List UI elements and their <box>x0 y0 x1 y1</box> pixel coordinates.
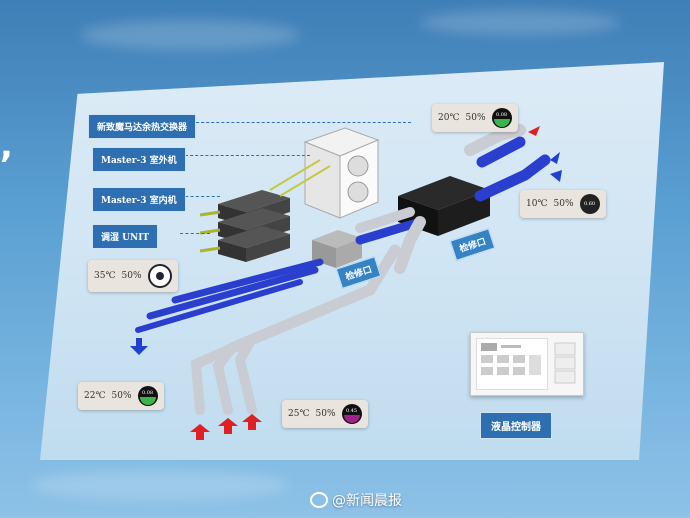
heat-exchanger-label: 新致魔马达余热交换器 <box>88 114 197 139</box>
weibo-logo-icon <box>310 492 328 508</box>
gauge-icon: 0.08 <box>491 108 512 128</box>
reading-left-mid: 35℃ 50% <box>88 260 178 292</box>
lcd-controller <box>470 332 584 396</box>
indoor-units-graphic <box>218 190 290 262</box>
humidity-value: 50% <box>121 271 142 281</box>
leader-line <box>180 233 210 234</box>
humidity-value: 50% <box>465 113 486 123</box>
sensor-icon <box>147 264 172 288</box>
gauge-icon: 0.08 <box>137 386 158 406</box>
humidifier-label: 调湿 UNIT <box>92 224 159 249</box>
decorative-comma: , <box>0 126 13 166</box>
gauge-icon: 0.60 <box>579 194 600 214</box>
blue-arrows <box>130 152 562 355</box>
reading-bottom-left: 22℃ 50% 0.08 <box>78 382 164 410</box>
humidity-value: 50% <box>111 391 132 401</box>
leader-line <box>180 155 310 156</box>
sky-streak <box>30 470 290 500</box>
controller-ui-icon <box>481 343 541 375</box>
sky-streak <box>420 10 620 35</box>
temperature-value: 35℃ <box>94 271 116 281</box>
reading-bottom-center: 25℃ 50% 0.45 <box>282 400 368 428</box>
leader-line <box>180 196 220 197</box>
outdoor-unit-graphic <box>303 127 380 219</box>
humidity-value: 50% <box>315 409 336 419</box>
temperature-value: 25℃ <box>288 409 310 419</box>
outdoor-unit-label: Master-3 室外机 <box>92 147 186 172</box>
humidity-value: 50% <box>553 199 574 209</box>
leader-line <box>186 122 411 123</box>
watermark: @新闻晨报 <box>310 490 402 510</box>
controller-buttons <box>553 341 577 385</box>
red-arrows <box>190 126 540 440</box>
temperature-value: 22℃ <box>84 391 106 401</box>
temperature-value: 10℃ <box>526 199 548 209</box>
reading-right: 10℃ 50% 0.60 <box>520 190 606 218</box>
temperature-value: 20℃ <box>438 113 460 123</box>
controller-screen <box>476 338 548 390</box>
reading-top-right: 20℃ 50% 0.08 <box>432 104 518 132</box>
heat-exchanger-graphic <box>398 176 490 236</box>
indoor-unit-label: Master-3 室内机 <box>92 187 186 212</box>
controller-label: 液晶控制器 <box>480 412 552 439</box>
gauge-icon: 0.45 <box>341 404 362 424</box>
watermark-text: @新闻晨报 <box>332 493 402 509</box>
sky-streak <box>80 20 300 50</box>
